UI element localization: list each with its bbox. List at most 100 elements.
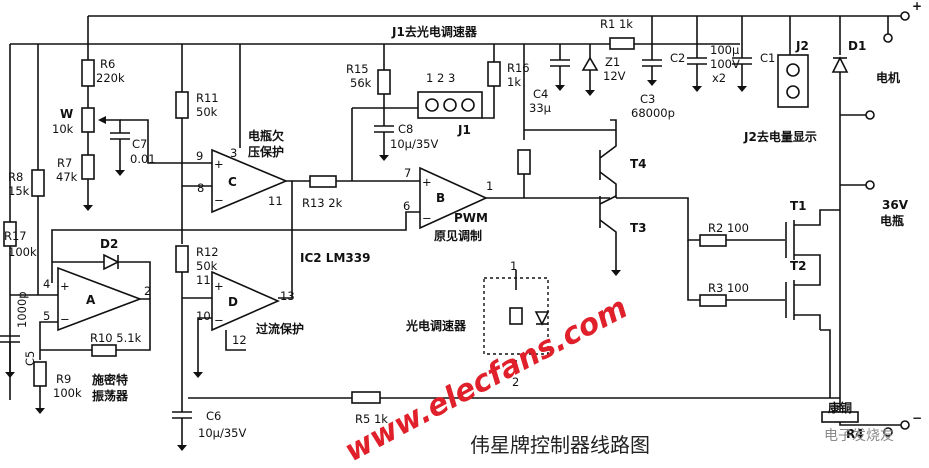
svg-text:C3: C3: [640, 92, 655, 106]
svg-text:R7: R7: [57, 156, 72, 170]
svg-text:220k: 220k: [96, 71, 125, 85]
c4-capacitor: C4 33μ: [529, 44, 570, 115]
svg-text:100k: 100k: [8, 245, 37, 259]
r4-shunt: 康铜 R4: [821, 400, 864, 441]
svg-text:33μ: 33μ: [529, 101, 552, 115]
svg-text:D2: D2: [100, 237, 118, 251]
r6-resistor: R6 220k: [81, 57, 125, 87]
svg-text:电机: 电机: [876, 70, 900, 85]
svg-text:100k: 100k: [53, 386, 82, 400]
svg-text:J2: J2: [795, 39, 809, 53]
j2-connector: J2 J2去电量显示: [743, 16, 817, 144]
svg-text:T1: T1: [790, 199, 807, 213]
svg-text:+: +: [422, 175, 432, 189]
svg-text:C: C: [228, 175, 237, 189]
r9-resistor: R9 100k: [33, 361, 82, 414]
svg-text:+: +: [912, 0, 922, 13]
c5-capacitor: 1000p C5: [0, 291, 37, 378]
svg-text:3: 3: [230, 146, 237, 160]
svg-text:1 2 3: 1 2 3: [426, 71, 455, 85]
svg-text:R3 100: R3 100: [708, 281, 749, 295]
r-bias-b: [517, 149, 531, 198]
terminal-battery: [865, 180, 875, 190]
d2-diode: D2: [52, 237, 151, 299]
svg-text:R12: R12: [196, 245, 219, 259]
svg-text:R10 5.1k: R10 5.1k: [90, 331, 142, 345]
terminal-minus: −: [900, 411, 922, 430]
svg-text:R4: R4: [846, 427, 864, 441]
d1-diode: D1 电机: [831, 39, 900, 140]
svg-text:+: +: [60, 279, 70, 293]
svg-text:R2 100: R2 100: [708, 221, 749, 235]
photo-speed-controller: 光电调速器 1 2: [405, 259, 550, 389]
svg-text:9: 9: [196, 149, 203, 163]
svg-text:6: 6: [403, 199, 410, 213]
svg-text:J2去电量显示: J2去电量显示: [743, 129, 817, 144]
svg-text:康铜: 康铜: [828, 400, 852, 415]
svg-text:10μ/35V: 10μ/35V: [390, 137, 438, 151]
terminal-bottom: [883, 427, 893, 437]
svg-text:13: 13: [280, 289, 295, 303]
svg-text:2: 2: [512, 375, 519, 389]
svg-text:−: −: [214, 313, 224, 327]
r11-resistor: R11 50k: [175, 44, 219, 119]
svg-text:68000p: 68000p: [631, 106, 675, 120]
svg-text:R15: R15: [346, 62, 369, 76]
terminal-plus: +: [900, 0, 922, 21]
r10-resistor: R10 5.1k: [90, 331, 142, 357]
svg-text:R1 1k: R1 1k: [600, 17, 633, 31]
svg-text:1000p: 1000p: [15, 291, 29, 328]
svg-text:+: +: [214, 157, 224, 171]
ic2-label: IC2 LM339: [300, 251, 370, 265]
svg-text:47k: 47k: [56, 170, 78, 184]
svg-text:光电调速器: 光电调速器: [405, 318, 467, 333]
svg-text:R9: R9: [56, 372, 71, 386]
svg-text:50k: 50k: [196, 105, 218, 119]
corner-watermark: 电子发烧友: [824, 428, 894, 444]
terminal-motor: [865, 110, 875, 120]
svg-text:W: W: [60, 107, 73, 121]
svg-text:R13 2k: R13 2k: [302, 196, 343, 210]
svg-text:+: +: [214, 279, 224, 293]
w-potentiometer: W 10k: [52, 107, 121, 136]
svg-text:C8: C8: [398, 122, 413, 136]
opamp-b-pwm: B + − 7 6 1 PWM 原见调制: [403, 166, 493, 243]
svg-text:11: 11: [268, 194, 283, 208]
svg-text:R6: R6: [100, 57, 115, 71]
svg-text:12V: 12V: [603, 69, 626, 83]
svg-text:15k: 15k: [8, 184, 30, 198]
r15-resistor: R15 56k: [346, 44, 391, 95]
r16-resistor: R16 1k: [487, 44, 530, 89]
opamp-c-undervoltage: C + − 9 3 8 11 电瓶欠 压保护: [196, 128, 289, 214]
transistor-t4: T4: [524, 119, 647, 198]
r12-resistor: R12 50k: [175, 245, 219, 273]
r5-resistor: R5 1k: [351, 391, 388, 426]
svg-text:R17: R17: [4, 229, 27, 243]
svg-text:10μ/35V: 10μ/35V: [198, 426, 246, 440]
svg-text:11: 11: [196, 273, 211, 287]
svg-text:C7: C7: [132, 137, 147, 151]
svg-text:C1: C1: [760, 51, 775, 65]
page-title: 伟星牌控制器线路图: [470, 433, 650, 457]
transistor-t3: T3: [599, 195, 647, 276]
r17-resistor: R17 100k: [3, 221, 37, 259]
svg-text:1: 1: [486, 179, 493, 193]
svg-text:Z1: Z1: [605, 55, 620, 69]
c2-capacitor: C2: [670, 16, 707, 92]
svg-text:R5 1k: R5 1k: [355, 412, 388, 426]
svg-text:T3: T3: [630, 221, 647, 235]
svg-text:12: 12: [232, 333, 247, 347]
svg-text:10k: 10k: [52, 122, 74, 136]
svg-text:压保护: 压保护: [248, 144, 284, 159]
mosfet-t2: T2: [785, 259, 821, 330]
battery-voltage: 36V: [882, 198, 909, 212]
c3-capacitor: C3 68000p: [631, 59, 675, 120]
schmitt-label: 施密特: [92, 372, 128, 387]
r8-resistor: R8 15k: [8, 169, 45, 198]
svg-text:8: 8: [197, 181, 204, 195]
svg-text:过流保护: 过流保护: [256, 321, 304, 336]
svg-text:100V: 100V: [710, 57, 740, 71]
svg-text:C6: C6: [206, 409, 221, 423]
svg-text:R8: R8: [8, 170, 23, 184]
